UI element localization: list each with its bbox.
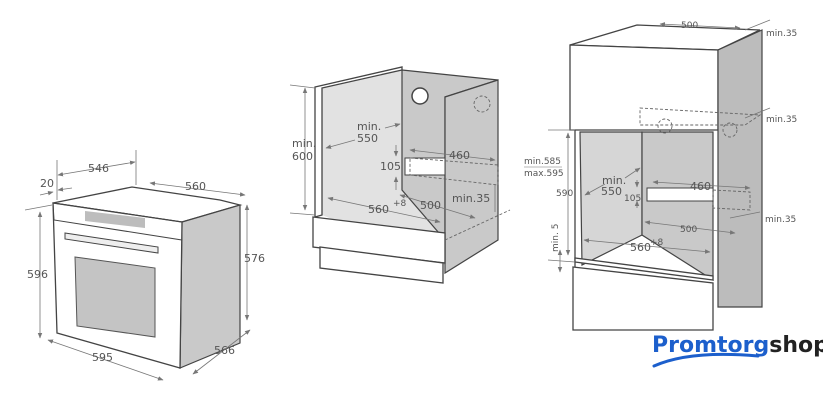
under-counter-drawing: min. 600 min. 550 105 460 560 +8 500 min… (289, 66, 511, 284)
dim-min-label: min. (292, 137, 316, 150)
promtorgshop-logo: Promtorgshop (652, 333, 823, 368)
dim-546: 546 (88, 162, 109, 175)
dim-min-550: 550 (357, 132, 378, 145)
dim-560-tolerance: +8 (393, 199, 407, 209)
dim-105: 105 (624, 194, 641, 204)
dim-566: 566 (214, 344, 235, 357)
column-side-panel (717, 29, 763, 308)
dim-min35: min.35 (452, 192, 490, 205)
control-panel (52, 202, 183, 241)
dim-590: 590 (556, 189, 573, 199)
dim-460: 460 (449, 149, 470, 162)
dim-560: 560 (630, 241, 651, 254)
dim-500: 500 (680, 225, 697, 235)
oven-window (74, 256, 156, 338)
dim-500: 500 (420, 199, 441, 212)
dim-min35-bottom: min.35 (765, 215, 796, 225)
dim-576: 576 (244, 252, 265, 265)
dim-min-label-2: min. (357, 120, 381, 133)
dim-min35-top: min.35 (766, 29, 797, 39)
dim-560: 560 (368, 203, 389, 216)
dim-min35-mid: min.35 (766, 115, 797, 125)
dim-min-600: 600 (292, 150, 313, 163)
dim-500-top: 500 (681, 21, 698, 31)
logo-text: Promtorgshop (652, 333, 823, 358)
dim-min-550: 550 (601, 185, 622, 198)
vent-hole-hidden-icon (473, 95, 491, 113)
vent-hole-icon (411, 87, 429, 105)
door-handle (64, 232, 159, 254)
logo-swoosh (652, 352, 760, 368)
vent-hole-hidden-icon (657, 118, 673, 134)
dim-min5: min. 5 (551, 224, 561, 252)
vent-slot (404, 157, 446, 176)
dim-min585: min.585 (524, 157, 561, 167)
dim-max595: max.595 (524, 169, 564, 179)
dim-460: 460 (690, 180, 711, 193)
dim-105: 105 (380, 160, 401, 173)
dim-596: 596 (27, 268, 48, 281)
oven-drawing: 546 20 560 576 596 595 566 (24, 150, 265, 381)
dim-20: 20 (40, 177, 54, 190)
cabinet-plinth (312, 216, 446, 264)
column-shelf (574, 257, 714, 281)
dim-560: 560 (185, 180, 206, 193)
cabinet-base (319, 246, 444, 284)
dim-595: 595 (92, 351, 113, 364)
column-lower-front (572, 266, 714, 331)
logo-part-shop: shop (769, 333, 823, 358)
column-niche-back (641, 131, 714, 282)
vent-hole-hidden-icon-2 (722, 122, 738, 138)
dim-560-tolerance: +8 (650, 238, 664, 248)
dim-min-label: min. (602, 174, 626, 187)
column-top-front (569, 44, 719, 131)
display-strip (85, 211, 145, 228)
column-drawing: 500 min.35 min.35 min.585 max.595 590 mi… (524, 19, 797, 331)
cabinet-right-panel (444, 79, 499, 275)
